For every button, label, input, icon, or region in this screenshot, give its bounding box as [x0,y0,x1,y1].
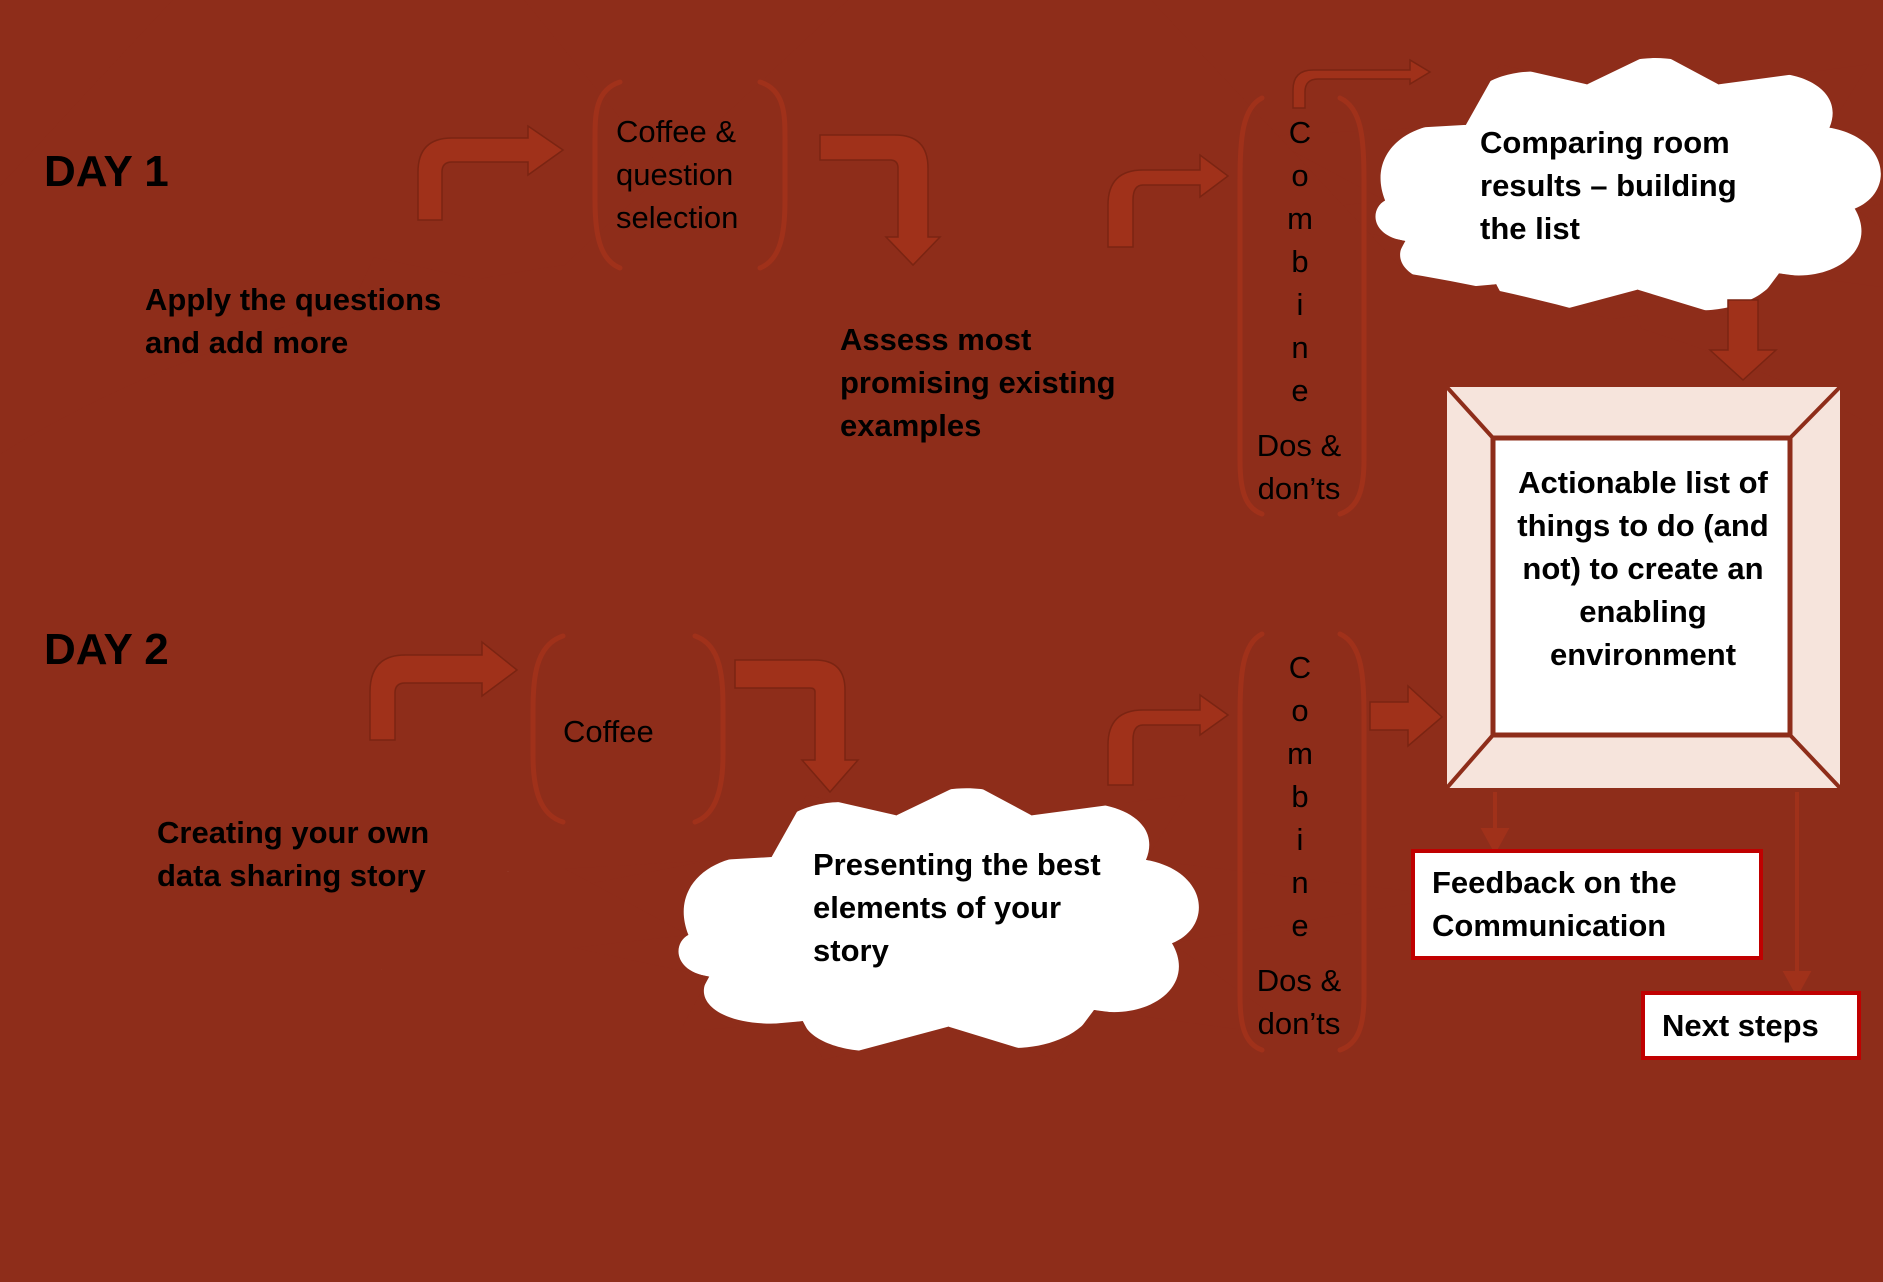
combine-vertical-text-2: C o m b i n e [1287,650,1313,943]
arrow-presenting-to-combine [1107,693,1230,786]
arrow-comparing-to-list [1708,299,1778,382]
arrow-apply-to-coffee [417,124,565,221]
bracket-coffee2-right [692,633,726,825]
creating-story-text: Creating your own data sharing story [157,815,430,893]
bracket-combine1-right [1337,95,1367,517]
bracket-combine2-left [1237,631,1265,1053]
dos-donts-text-2: Dos & don’ts [1256,963,1342,1041]
coffee-text: Coffee [563,714,654,749]
actionable-list-text: Actionable list of things to do (and not… [1517,465,1769,672]
combine-vertical-text-1: C o m b i n e [1287,115,1313,408]
bracket-coffee2-left [530,633,566,825]
next-steps-text: Next steps [1662,1008,1819,1043]
feedback-box [1411,849,1763,960]
next-steps-box [1641,991,1861,1060]
bracket-coffee1-right [757,79,788,271]
presenting-story-text: Presenting the best elements of your sto… [813,847,1101,968]
feedback-text: Feedback on the Communication [1432,865,1677,943]
coffee-question-text: Coffee & question selection [616,114,739,235]
day2-label: DAY 2 [44,625,169,674]
arrow-combine-to-list [1369,684,1444,748]
actionable-list-frame [1443,383,1844,792]
arrow-coffee-to-presenting [734,659,860,794]
assess-examples-text: Assess most promising existing examples [840,322,1116,443]
arrow-creating-to-coffee [369,640,519,741]
bracket-combine1-left [1237,95,1265,517]
apply-questions-text: Apply the questions and add more [145,282,442,360]
comparing-results-text: Comparing room results – building the li… [1480,125,1737,246]
bracket-coffee1-left [592,79,623,271]
bracket-combine2-right [1337,631,1367,1053]
brackets [530,79,1367,1053]
arrow-combine-to-comparing [1292,58,1432,109]
arrow-coffee-to-assess [819,134,942,267]
dos-donts-text-1: Dos & don’ts [1256,428,1342,506]
day1-label: DAY 1 [44,147,169,196]
arrow-assess-to-combine [1107,153,1230,248]
